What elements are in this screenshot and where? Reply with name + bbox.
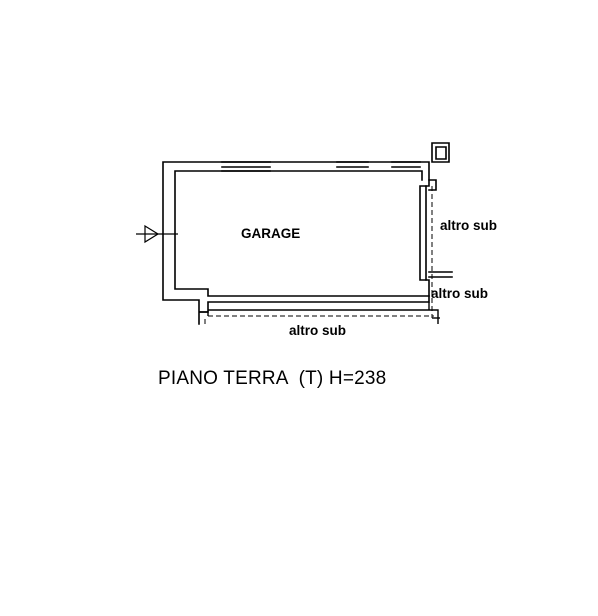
outer-wall <box>162 161 430 325</box>
adjacent-bottom-label: altro sub <box>289 323 346 338</box>
wall-outlines <box>162 142 453 325</box>
room-label: GARAGE <box>241 226 300 241</box>
right-wall-detail <box>425 179 453 281</box>
window-top-3 <box>391 161 421 168</box>
floor-title: PIANO TERRA (T) H=238 <box>158 368 386 389</box>
inner-wall <box>174 170 430 297</box>
window-top-2 <box>336 161 369 168</box>
boundary-dashed <box>204 186 434 326</box>
window-top-1 <box>221 161 271 172</box>
adjacent-right-label: altro sub <box>440 218 497 233</box>
corner-box <box>431 142 450 163</box>
entrance-arrow-icon <box>136 224 178 244</box>
adjacent-corner-label: altro sub <box>431 286 488 301</box>
bottom-walls <box>199 302 440 324</box>
